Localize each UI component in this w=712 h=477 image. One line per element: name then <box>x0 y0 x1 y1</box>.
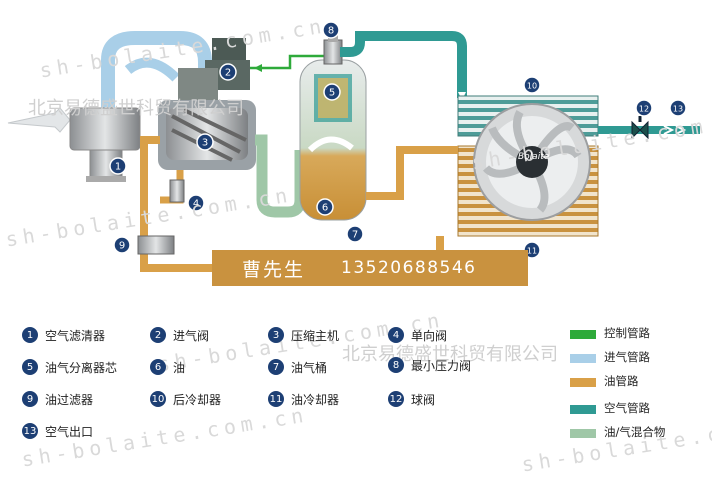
pipe-swatch <box>570 429 596 438</box>
outlet-arrows <box>663 125 687 135</box>
oil-filter <box>137 235 175 255</box>
pipe-label: 控制管路 <box>604 326 650 340</box>
callout-badge <box>323 83 341 101</box>
callout-number: 9 <box>119 241 125 252</box>
pipe-label: 油管路 <box>604 374 639 388</box>
callout-number: 1 <box>115 162 121 173</box>
callout-number: 3 <box>202 138 208 149</box>
callout-number: 11 <box>527 247 537 256</box>
pipe-label: 进气管路 <box>604 350 650 364</box>
contact-banner: 曹先生 13520688546 <box>212 250 528 286</box>
intake-pipe <box>101 31 212 130</box>
oil-pipe-cooler <box>366 146 458 200</box>
mix-pipe <box>255 134 306 218</box>
pipe-swatch <box>570 330 596 339</box>
pipe-label: 油/气混合物 <box>604 425 666 439</box>
pipe-swatch <box>570 354 596 363</box>
oil-gas-tank <box>299 59 367 221</box>
callout-number: 7 <box>352 230 358 241</box>
callout-number: 6 <box>322 203 328 214</box>
air-filter <box>69 107 141 182</box>
callout-badge <box>669 99 687 117</box>
pipe-swatch <box>570 378 596 387</box>
contact-name: 曹先生 <box>242 258 306 281</box>
callout-badge <box>113 236 131 254</box>
callout-badge <box>219 63 237 81</box>
intake-pipe-2 <box>124 57 180 82</box>
callout-badge <box>196 133 214 151</box>
intake-valve <box>178 38 250 102</box>
callout-number: 5 <box>329 88 335 99</box>
callout-badge <box>346 225 364 243</box>
callout-number: 10 <box>527 82 537 91</box>
cooling-fan <box>473 103 591 221</box>
callout-number: 2 <box>225 68 231 79</box>
air-inlet-arrow <box>7 107 71 133</box>
contact-phone: 13520688546 <box>341 258 477 278</box>
callout-number: 4 <box>193 199 199 210</box>
pipe-label: 空气管路 <box>604 401 650 415</box>
ball-valve <box>631 116 649 140</box>
callout-badge <box>523 76 541 94</box>
callout-badge <box>316 198 334 216</box>
check-valve <box>169 179 185 203</box>
callout-badge <box>322 21 340 39</box>
control-arrow <box>254 64 262 72</box>
callout-number: 12 <box>639 105 649 114</box>
callout-badge <box>635 99 653 117</box>
callout-badge <box>109 157 127 175</box>
callout-badge <box>187 194 205 212</box>
pipe-swatch <box>570 405 596 414</box>
air-pipe <box>340 31 467 98</box>
callout-number: 8 <box>328 26 334 37</box>
callout-number: 13 <box>673 105 683 114</box>
